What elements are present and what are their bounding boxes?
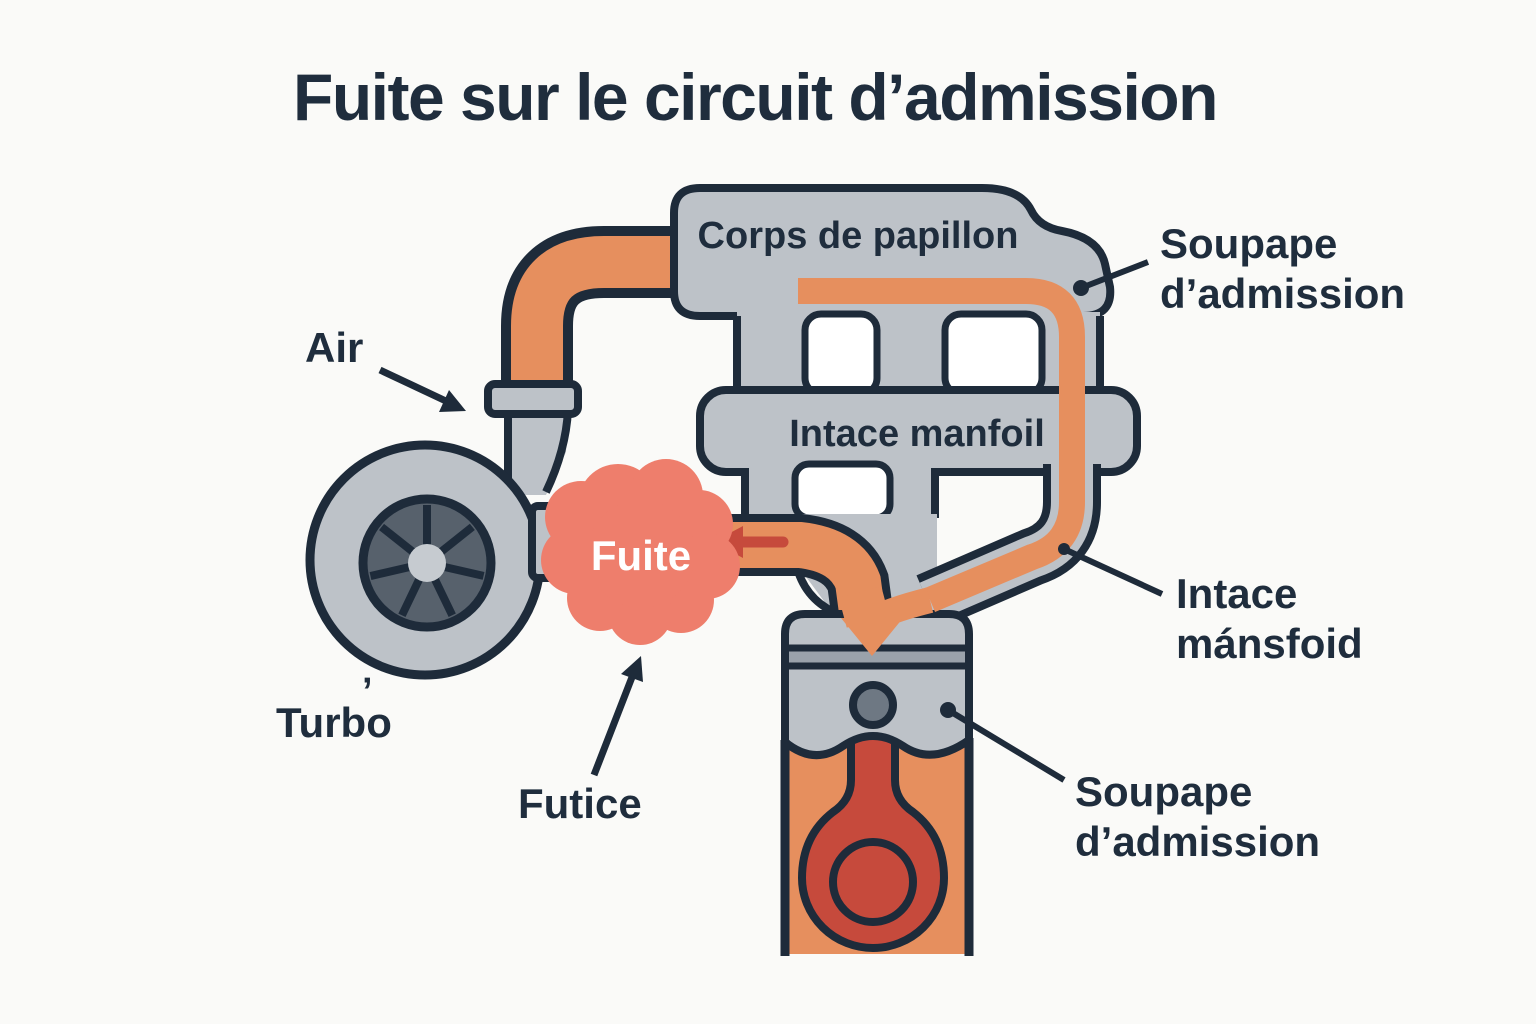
- piston-ring-band: [789, 649, 965, 666]
- leak-badge-label: Fuite: [591, 532, 691, 579]
- intake-manifold-label: Intace manfoil: [789, 413, 1045, 455]
- boost-elbow-pipe: [501, 226, 700, 402]
- upper-intake-runners: [733, 310, 1104, 398]
- charge-pipe: [560, 514, 893, 617]
- upper-runner-slab: [737, 312, 1100, 396]
- throttle-body-label: Corps de papillon: [698, 215, 1019, 257]
- label-intake-right-line1: Intace: [1176, 570, 1297, 617]
- airflow-path: [798, 278, 1085, 656]
- leader-intake-right: [1058, 543, 1164, 597]
- arrow-air-shaft: [378, 366, 450, 406]
- label-soupape-top-line2: d’admission: [1160, 270, 1405, 317]
- cylinder: [780, 610, 974, 956]
- crankshaft-eye: [829, 838, 917, 926]
- page-title: Fuite sur le circuit d’admission: [293, 60, 1217, 134]
- turbo-wheel-icon: [358, 494, 496, 632]
- airflow-drop: [838, 586, 890, 628]
- piston-pin: [849, 681, 897, 729]
- airflow-down-arrow: [841, 618, 903, 656]
- arrow-air: [378, 366, 466, 412]
- leader-soupape-top: [1073, 259, 1150, 296]
- arrow-futice-shaft: [590, 670, 638, 777]
- label-soupape-bottom-line1: Soupape: [1075, 768, 1252, 815]
- runner-cutout: [791, 460, 894, 522]
- air-inlet-flange: [484, 380, 582, 418]
- charge-pipe-fill: [560, 522, 885, 616]
- leader-line: [1079, 259, 1150, 291]
- airflow-top-stripe: [798, 278, 1085, 470]
- leader-line: [1062, 546, 1164, 597]
- leak-cloud: Fuite: [541, 459, 740, 645]
- label-soupape-top-line1: Soupape: [1160, 220, 1337, 267]
- label-soupape-bottom-line2: d’admission: [1075, 818, 1320, 865]
- leader-soupape-bottom: [940, 702, 1066, 783]
- leader-line: [946, 707, 1066, 783]
- lower-intake-runners: [741, 460, 939, 522]
- runner-cutout: [801, 310, 881, 398]
- leak-cloud-shape: [541, 459, 740, 645]
- turbo-inlet-duct-edge-right: [542, 409, 572, 494]
- label-turbo: Turbo: [276, 699, 392, 746]
- arrow-futice-head: [621, 656, 643, 682]
- label-futice: Futice: [518, 780, 642, 827]
- runner-cutout: [941, 310, 1046, 398]
- label-air: Air: [305, 324, 363, 371]
- boost-elbow-fill: [511, 236, 700, 402]
- airflow-duct-stripe: [924, 466, 1085, 612]
- label-turbo-accent: ’: [362, 671, 373, 713]
- turbocharger: [305, 409, 572, 680]
- arrow-air-head: [439, 390, 466, 412]
- turbo-wheel-hub: [408, 544, 446, 582]
- label-intake-right-line2: mánsfoid: [1176, 620, 1363, 667]
- arrow-futice: [590, 656, 643, 777]
- intake-manifold-bar: Intace manfoil: [696, 386, 1141, 476]
